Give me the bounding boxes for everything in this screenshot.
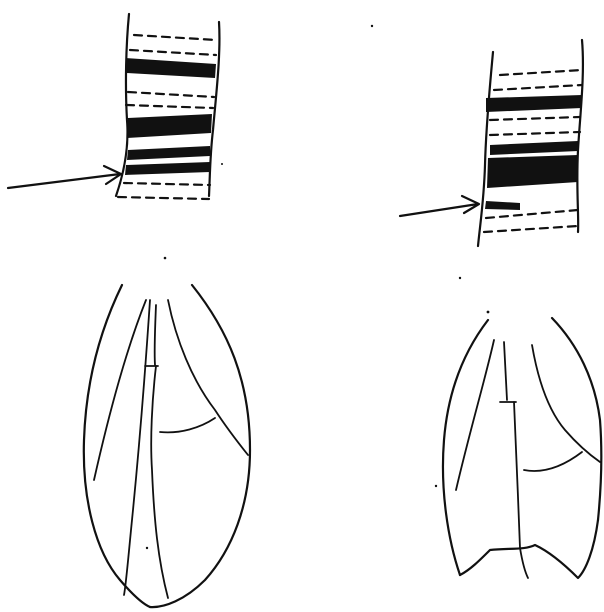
right-segment-dashed-line (484, 226, 578, 232)
right-segment-dark-band (486, 95, 582, 112)
left-segment-dark-band (127, 146, 210, 160)
right-oval-inner-line (524, 452, 582, 471)
left-oval-inner-line (155, 305, 156, 365)
right-oval-inner-line (532, 345, 600, 462)
left-oval-inner-line (124, 300, 150, 595)
left-lower-outline (84, 285, 250, 607)
paper-specks (146, 25, 490, 549)
speck (459, 277, 461, 279)
right-segment-dark-band (490, 141, 578, 155)
left-segment-dashed-line (126, 105, 213, 108)
left-segment-dashed-line (124, 183, 210, 185)
right-segment-dashed-line (486, 210, 578, 218)
left-oval-inner-line (160, 418, 215, 432)
right-oval-right-edge (552, 318, 601, 520)
speck (221, 163, 223, 165)
speck (164, 257, 167, 260)
left-segment-dashed-line (130, 50, 216, 55)
left-oval-left-edge (84, 285, 150, 607)
left-segment-dark-band (127, 114, 212, 138)
left-banded-segment (8, 14, 219, 199)
speck (371, 25, 373, 27)
right-segment-dashed-line (494, 85, 582, 90)
right-oval-inner-line (504, 342, 507, 400)
right-segment-right-wall (577, 40, 583, 232)
left-arrow-shaft (8, 174, 120, 188)
left-segment-dark-band (126, 58, 216, 78)
speck (435, 485, 437, 487)
right-oval-inner-line (514, 402, 528, 578)
right-arrow-shaft (400, 204, 478, 216)
left-oval-right-edge (150, 285, 250, 607)
left-segment-dark-band (125, 162, 210, 175)
speck (487, 311, 490, 314)
left-oval-inner-line (151, 366, 168, 598)
left-segment-dashed-line (134, 35, 216, 40)
right-banded-segment (400, 40, 583, 246)
left-segment-dashed-line (128, 92, 214, 97)
right-lower-outline (443, 318, 601, 578)
right-oval-left-edge (443, 320, 488, 575)
speck (146, 547, 148, 549)
right-segment-dark-band (485, 201, 520, 210)
right-segment-dashed-line (490, 132, 580, 135)
right-segment-dark-band (487, 155, 578, 188)
left-segment-dashed-line (118, 197, 209, 199)
right-segment-dashed-line (500, 70, 582, 75)
right-segment-dashed-line (490, 117, 580, 120)
right-oval-truncated-base (460, 520, 598, 578)
